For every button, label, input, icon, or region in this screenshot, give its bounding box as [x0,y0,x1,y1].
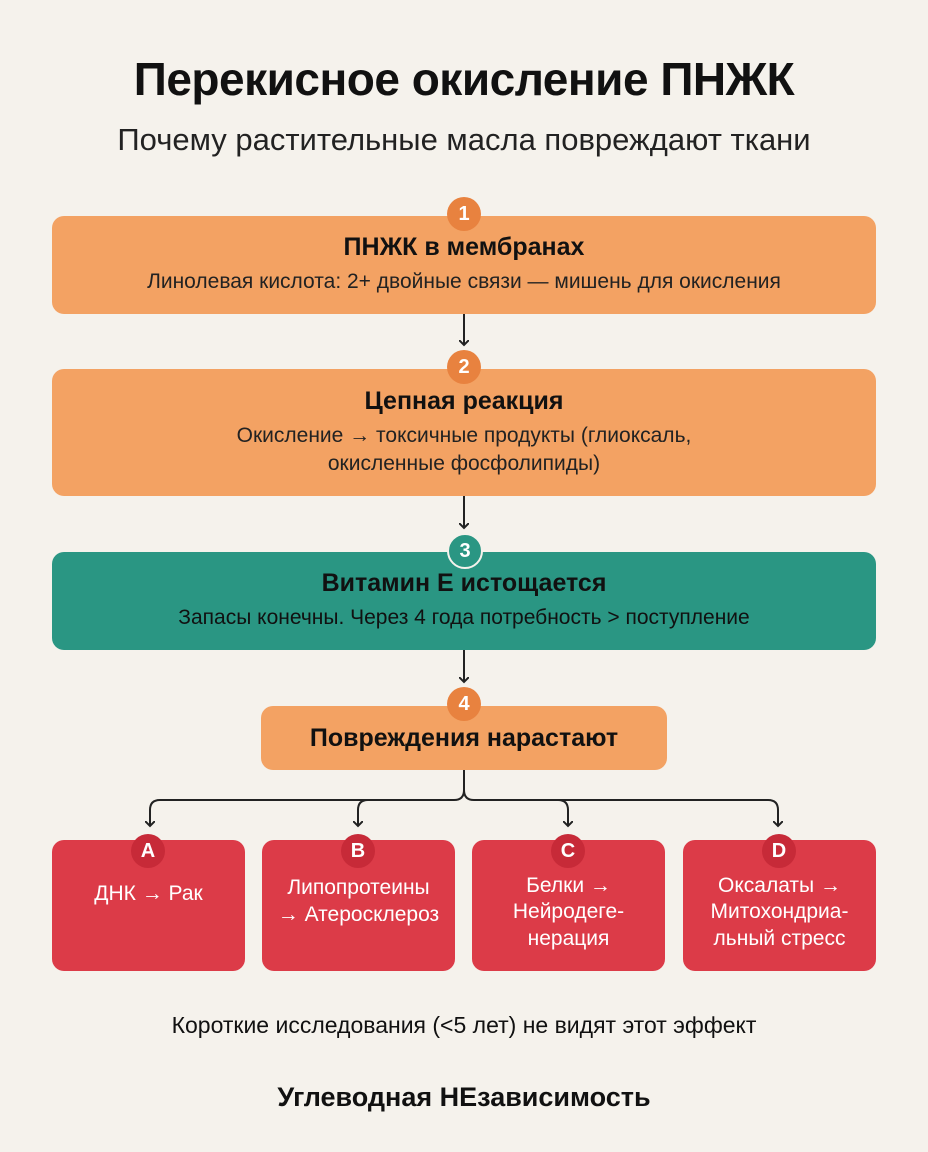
step-3-title: Витамин Е истощается [321,569,607,598]
step-1-title: ПНЖК в мембранах [343,233,585,262]
step-2-text: Окисление → токсичные продукты (глиоксал… [237,422,692,479]
outcome-b-text: Липопротеины → Атеросклероз [270,875,447,928]
outcome-c-badge: C [551,834,585,868]
step-4-badge: 4 [447,687,481,721]
step-1-text: Линолевая кислота: 2+ двойные связи — ми… [147,270,781,294]
outcome-d-line1: Оксалаты → [718,874,841,898]
outcome-a-badge: A [131,834,165,868]
outcome-c-line3: нерация [527,926,610,950]
step-3-text: Запасы конечны. Через 4 года потребность… [178,606,750,630]
outcome-b-badge: B [341,834,375,868]
footnote: Короткие исследования (<5 лет) не видят … [171,1012,757,1038]
page-title: Перекисное окисление ПНЖК [133,53,795,105]
outcome-a-text: ДНК → Рак [86,881,210,907]
outcome-c-line1: Белки → [526,874,611,898]
outcome-b-line2: → Атеросклероз [277,902,440,926]
outcome-d-line2: Митохондриа- [710,900,849,924]
step-2-badge: 2 [447,350,481,384]
outcome-b-line1: Липопротеины [287,876,430,900]
outcome-d-text: Оксалаты → Митохондриа- льный стресс [703,873,857,952]
step-2-title: Цепная реакция [364,386,564,415]
step-3-badge: 3 [447,533,483,569]
outcome-d-line3: льный стресс [713,926,846,950]
page-subtitle: Почему растительные масла повреждают тка… [117,122,811,157]
step-2-text-line1: Окисление → токсичные продукты (глиоксал… [236,423,692,447]
brand-signature: Углеводная НЕзависимость [277,1082,651,1112]
outcome-c-text: Белки → Нейродеге- нерация [505,873,632,952]
step-2-box: Цепная реакция Окисление → токсичные про… [52,369,876,496]
branch-connector [150,770,465,826]
step-4-title: Повреждения нарастают [309,723,619,752]
outcome-a-line1: ДНК → Рак [94,882,203,906]
outcome-c-line2: Нейродеге- [512,900,625,924]
step-1-box: ПНЖК в мембранах Линолевая кислота: 2+ д… [52,216,876,314]
outcome-d-badge: D [762,834,796,868]
step-2-text-line2: окисленные фосфолипиды) [327,452,601,475]
step-1-badge: 1 [447,197,481,231]
